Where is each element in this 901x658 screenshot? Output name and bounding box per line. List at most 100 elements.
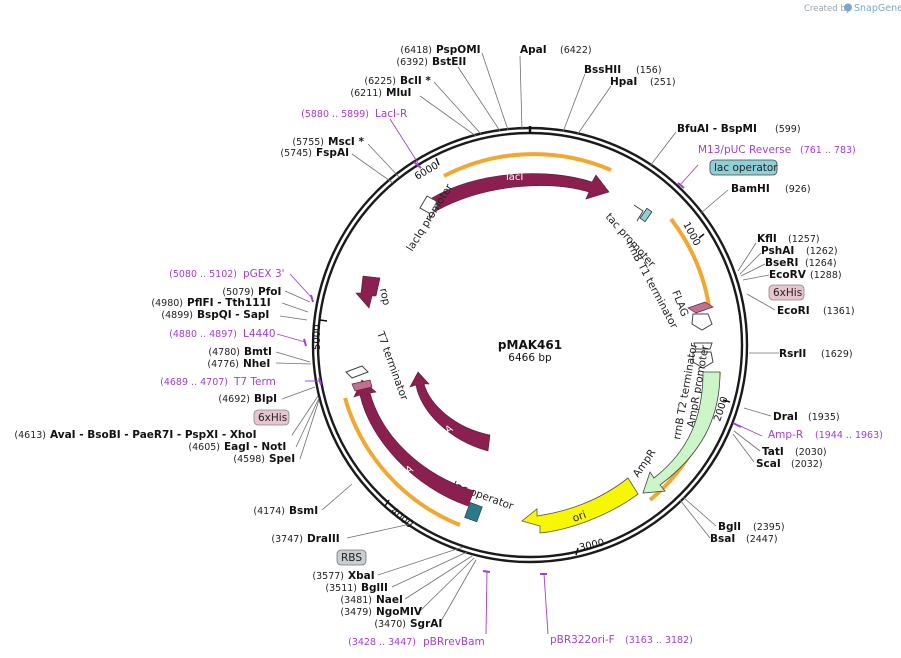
- rop-arrow: [355, 275, 381, 309]
- svg-text:LacI-R: LacI-R: [375, 108, 407, 120]
- svg-text:BsmI: BsmI: [289, 505, 318, 517]
- lacI-label: lacI: [506, 172, 523, 183]
- plasmid-length: 6466 bp: [508, 352, 552, 364]
- svg-text:(1935): (1935): [808, 412, 840, 423]
- svg-text:(5080 .. 5102): (5080 .. 5102): [169, 269, 237, 280]
- svg-text:XbaI: XbaI: [348, 570, 375, 582]
- site-labels-left: (5079) PfoI (4980) PflFI - Tth111I (4899…: [14, 286, 295, 465]
- svg-text:(1257): (1257): [788, 234, 820, 245]
- lacI-highlight: [443, 152, 612, 178]
- svg-text:DraI: DraI: [773, 411, 798, 423]
- svg-text:(6392): (6392): [396, 57, 428, 68]
- svg-text:PflFI - Tth111I: PflFI - Tth111I: [187, 297, 271, 309]
- lacIq-promoter-label: lacIq promoter: [404, 181, 455, 253]
- svg-text:NheI: NheI: [243, 358, 270, 370]
- ampR-arrow: [642, 371, 721, 494]
- svg-text:SpeI: SpeI: [269, 453, 295, 465]
- svg-text:RsrII: RsrII: [779, 348, 806, 360]
- birA-arrow-inner: [409, 371, 491, 452]
- svg-text:(761 .. 783): (761 .. 783): [800, 145, 856, 156]
- rrnB-t1-terminator-label: rrnB T1 terminator: [623, 239, 680, 331]
- credit-prefix: Created by: [804, 4, 851, 14]
- svg-text:(6225): (6225): [364, 76, 396, 87]
- svg-text:(5745): (5745): [280, 148, 312, 159]
- svg-text:(4613): (4613): [14, 430, 46, 441]
- svg-text:T7 Term: T7 Term: [233, 376, 276, 388]
- svg-text:MluI: MluI: [386, 87, 411, 99]
- t7-terminator-icon: [345, 365, 369, 379]
- t2-terminator-top-icon: [693, 342, 713, 350]
- svg-text:BfuAI - BspMI: BfuAI - BspMI: [677, 123, 757, 135]
- svg-text:(2395): (2395): [753, 522, 785, 533]
- svg-text:BamHI: BamHI: [731, 183, 770, 195]
- svg-text:PspOMI: PspOMI: [436, 44, 481, 56]
- t7-terminator-label: T7 terminator: [374, 329, 411, 403]
- his-mark-left: [351, 379, 373, 392]
- svg-text:EcoRV: EcoRV: [769, 269, 807, 281]
- snapgene-logo-icon: [844, 3, 852, 12]
- svg-text:(5079): (5079): [222, 287, 254, 298]
- svg-text:AvaI - BsoBI - PaeR7I -: AvaI - BsoBI - PaeR7I - PspXI - XhoI: [50, 429, 257, 441]
- svg-text:L4440: L4440: [243, 328, 276, 340]
- svg-text:(4780): (4780): [208, 347, 240, 358]
- svg-text:BsaI: BsaI: [710, 533, 735, 545]
- svg-text:lac operator: lac operator: [714, 162, 778, 174]
- inner-lac-operator-mark: [464, 502, 483, 523]
- rbs-box: RBS: [336, 549, 367, 566]
- svg-text:pGEX 3': pGEX 3': [243, 268, 285, 280]
- svg-text:(3481): (3481): [340, 595, 372, 606]
- svg-text:pBRrevBam: pBRrevBam: [423, 636, 485, 648]
- svg-text:(6211): (6211): [350, 88, 382, 99]
- lac-operator-box: lac operator: [709, 159, 778, 176]
- his-tag-box-left: 6xHis: [253, 409, 290, 426]
- svg-text:(1629): (1629): [821, 349, 853, 360]
- svg-text:(6422): (6422): [560, 45, 592, 56]
- svg-text:pBR322ori-F: pBR322ori-F: [550, 634, 615, 646]
- his-tag-box-right: 6xHis: [768, 284, 805, 301]
- svg-text:(4174): (4174): [253, 506, 285, 517]
- svg-text:SgrAI: SgrAI: [410, 618, 442, 630]
- svg-text:(599): (599): [775, 124, 801, 135]
- lacI-arrow: [431, 173, 610, 212]
- tac-promoter-mark: [633, 204, 644, 222]
- svg-text:(1264): (1264): [805, 258, 837, 269]
- svg-text:(4598): (4598): [233, 454, 265, 465]
- svg-text:(251): (251): [650, 77, 676, 88]
- svg-text:NaeI: NaeI: [376, 594, 403, 606]
- ori-arrow: [521, 477, 639, 534]
- svg-text:ApaI: ApaI: [520, 44, 547, 56]
- svg-text:(1262): (1262): [806, 246, 838, 257]
- svg-text:BglII: BglII: [361, 582, 388, 594]
- lacIq-promoter-arrow: [419, 195, 438, 221]
- primer-labels: (5880 .. 5899) LacI-R M13/pUC Reverse (7…: [160, 108, 883, 648]
- svg-text:(3470): (3470): [374, 619, 406, 630]
- credit-brand: SnapGene: [854, 3, 901, 14]
- svg-text:(3511): (3511): [325, 583, 357, 594]
- svg-text:(3577): (3577): [312, 571, 344, 582]
- svg-text:5000: 5000: [312, 325, 323, 350]
- svg-text:(3747): (3747): [271, 534, 303, 545]
- lac-operator-mark: [639, 207, 653, 223]
- svg-text:DraIII: DraIII: [307, 533, 340, 545]
- svg-text:(1361): (1361): [823, 306, 855, 317]
- svg-text:(1288): (1288): [810, 270, 842, 281]
- svg-text:(5755): (5755): [292, 137, 324, 148]
- svg-text:MscI *: MscI *: [328, 136, 364, 148]
- svg-text:(4605): (4605): [188, 442, 220, 453]
- tick-5000: 5000: [312, 319, 328, 350]
- svg-text:(3428 .. 3447): (3428 .. 3447): [348, 637, 416, 648]
- svg-text:TatI: TatI: [762, 446, 784, 458]
- svg-text:PfoI: PfoI: [258, 286, 281, 298]
- svg-text:NgoMIV: NgoMIV: [376, 606, 423, 618]
- svg-text:BssHII: BssHII: [584, 64, 621, 76]
- svg-text:(156): (156): [636, 65, 662, 76]
- svg-text:BspQI - SapI: BspQI - SapI: [197, 309, 269, 321]
- svg-text:KflI: KflI: [757, 233, 777, 245]
- svg-text:EcoRI: EcoRI: [777, 305, 810, 317]
- t2-terminator-icon: [692, 351, 714, 369]
- svg-text:(2030): (2030): [795, 447, 827, 458]
- birA-highlight: [343, 397, 461, 527]
- site-labels-top-left: (6418) PspOMI (6392) BstEII (6225) BclI …: [280, 44, 480, 159]
